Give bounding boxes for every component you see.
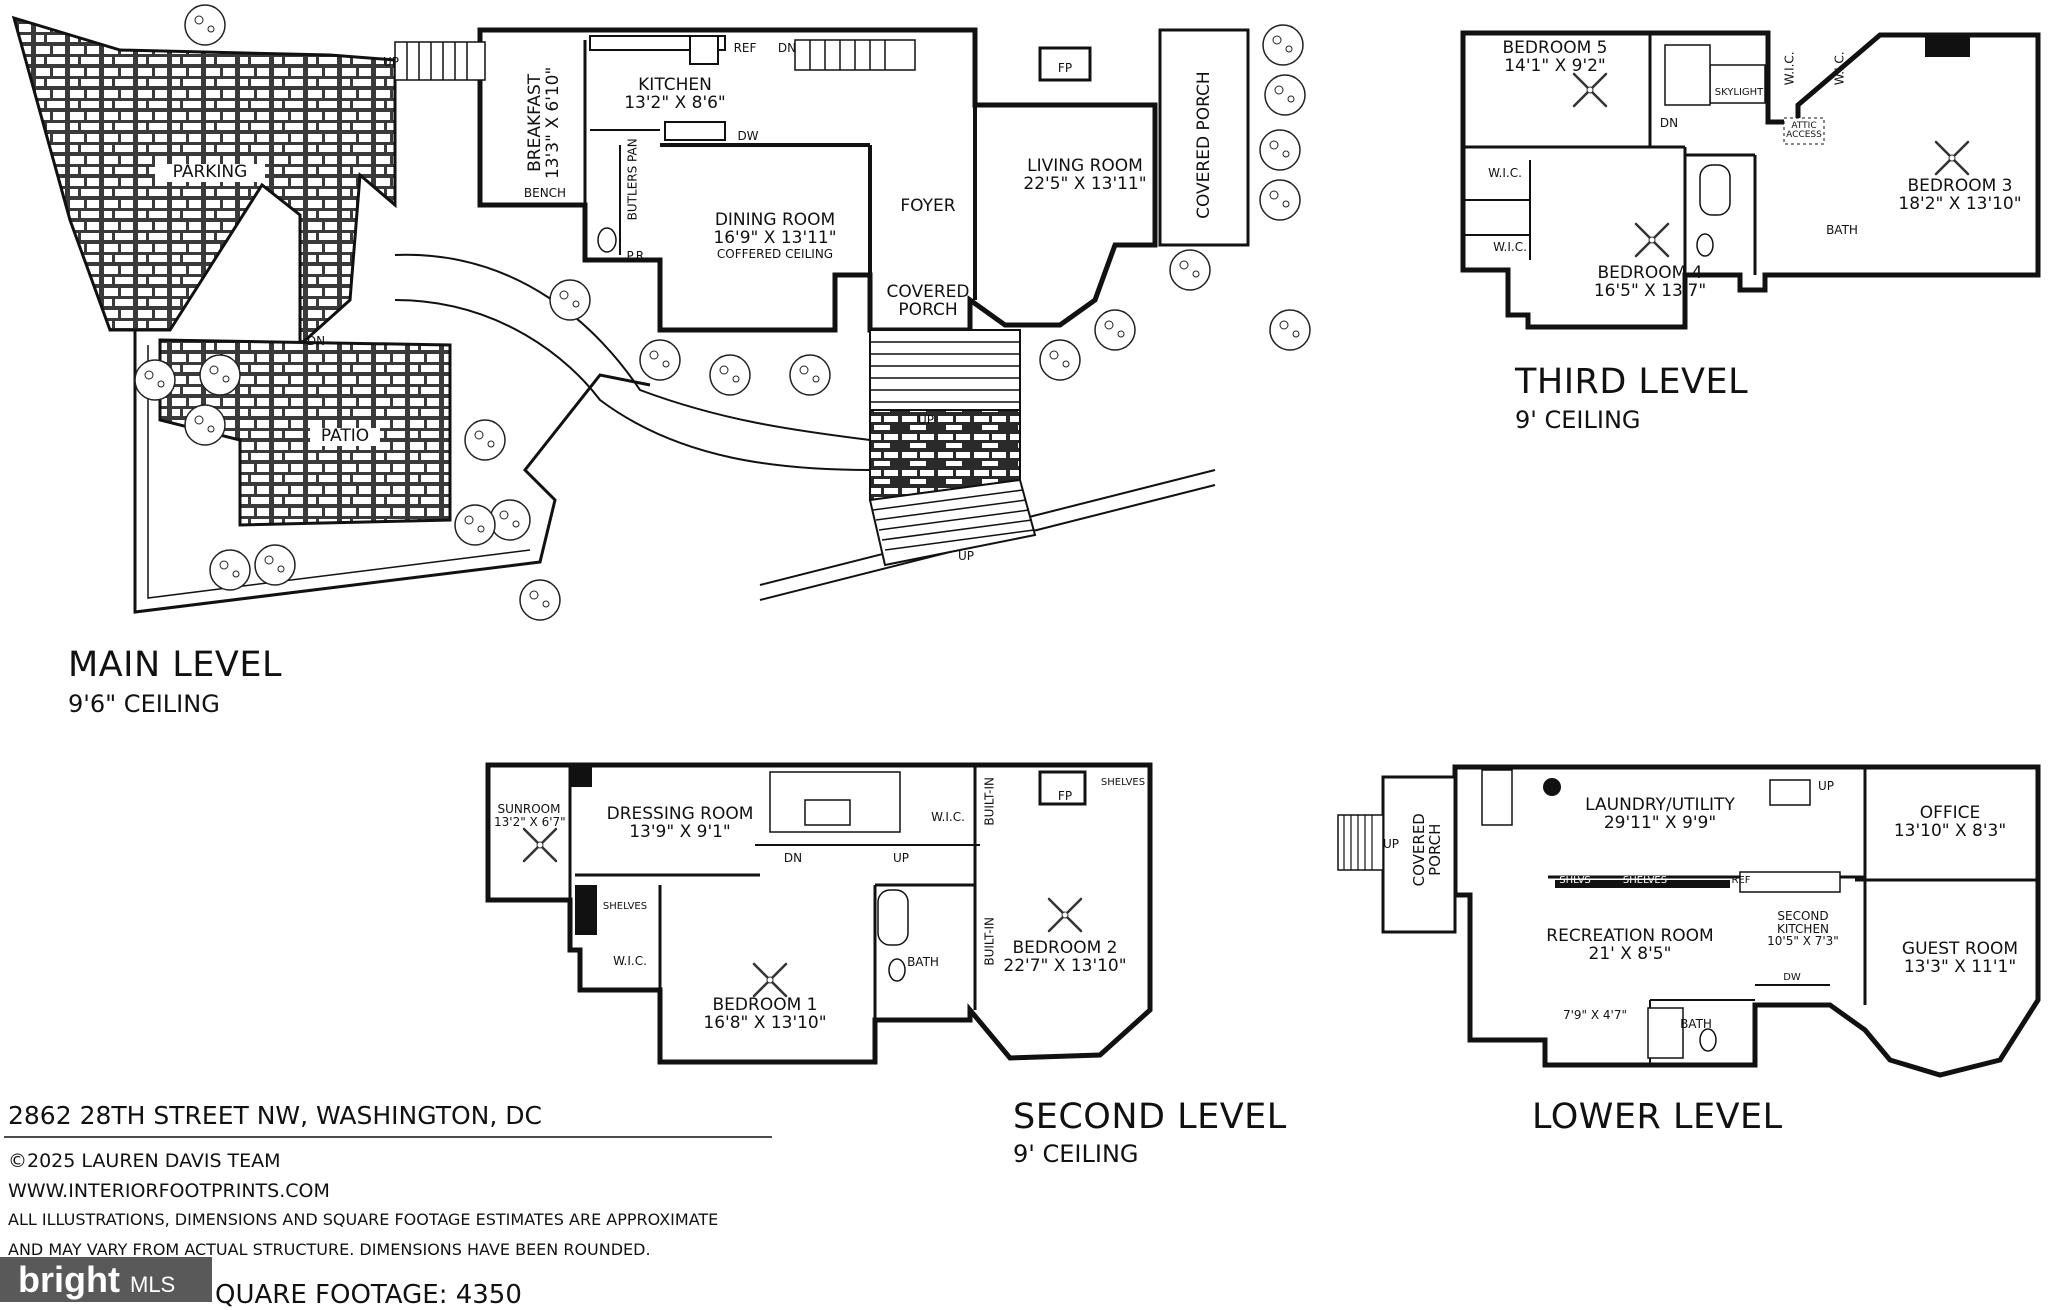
- bedroom5-dimensions: 14'1" X 9'2": [1504, 55, 1606, 76]
- second-dn-label: DN: [783, 851, 803, 865]
- guest-room-label: GUEST ROOM 13'3" X 11'1": [1885, 940, 2035, 977]
- main-level-plan: [11, 4, 1311, 621]
- lower-covered-porch-label: COVERED PORCH: [1409, 813, 1444, 887]
- second-up-label: UP: [892, 851, 910, 865]
- bedroom1-dimensions: 16'8" X 13'10": [703, 1012, 827, 1033]
- office-label: OFFICE 13'10" X 8'3": [1880, 804, 2020, 841]
- butlers-pan-label: BUTLERS PAN: [625, 138, 640, 221]
- main-level-ceiling: 9'6" CEILING: [68, 690, 220, 718]
- third-wic-1-label: W.I.C.: [1488, 166, 1522, 180]
- lower-shelves-label: SHELVES: [1622, 875, 1668, 886]
- attic-access-label: ATTIC ACCESS: [1786, 121, 1822, 141]
- second-kitchen-dimensions: 10'5" X 7'3": [1767, 934, 1839, 949]
- built-in-2-label: BUILT-IN: [982, 916, 997, 966]
- dining-dimensions: 16'9" X 13'11": [713, 227, 837, 248]
- steps-up-label: UP: [917, 413, 935, 427]
- second-shelves-1-label: SHELVES: [1100, 777, 1146, 788]
- bedroom4-dimensions: 16'5" X 13'7": [1593, 280, 1707, 301]
- second-wic-1-label: W.I.C.: [931, 810, 965, 824]
- bench-label: BENCH: [523, 186, 567, 200]
- website-text: WWW.INTERIORFOOTPRINTS.COM: [8, 1180, 330, 1202]
- third-level-plan: [1460, 30, 2041, 330]
- main-dw-label: DW: [737, 129, 759, 143]
- third-bath-label: BATH: [1826, 223, 1858, 237]
- kitchen-label: KITCHEN 13'2" X 8'6": [600, 76, 750, 113]
- bedroom3-label: BEDROOM 3 18'2" X 13'10": [1885, 177, 2035, 214]
- street-up-label: UP: [957, 549, 975, 563]
- property-address: 2862 28TH STREET NW, WASHINGTON, DC: [8, 1101, 542, 1130]
- main-fireplace-label: FP: [1057, 61, 1073, 75]
- bright-mls-logo: bright MLS: [0, 1257, 212, 1302]
- bedroom2-dimensions: 22'7" X 13'10": [1003, 955, 1127, 976]
- second-level-plan: [485, 762, 1153, 1065]
- laundry-dimensions: 29'11" X 9'9": [1603, 812, 1717, 833]
- copyright-notice: ©2025 LAUREN DAVIS TEAM: [8, 1150, 281, 1172]
- third-wic-4-label: W.I.C.: [1832, 51, 1847, 86]
- dressing-room-label: DRESSING ROOM 13'9" X 9'1": [595, 805, 765, 842]
- second-level-ceiling: 9' CEILING: [1013, 1140, 1139, 1168]
- shlvs-label: SHLVS: [1559, 875, 1591, 886]
- sunroom-label: SUNROOM 13'2" X 6'7": [494, 802, 566, 829]
- lower-dw-label: DW: [1783, 972, 1801, 983]
- disclaimer-line-2: AND MAY VARY FROM ACTUAL STRUCTURE. DIME…: [8, 1240, 651, 1259]
- lower-house-outline: [1452, 764, 2041, 1078]
- breakfast-label: BREAKFAST 13'3" X 6'10": [525, 48, 563, 198]
- lower-up-1-label: UP: [1817, 779, 1835, 793]
- second-bath-label: BATH: [907, 955, 939, 969]
- second-kitchen-label: SECOND KITCHEN 10'5" X 7'3": [1763, 910, 1843, 948]
- second-fireplace-label: FP: [1057, 789, 1073, 803]
- breakfast-dimensions: 13'3" X 6'10": [543, 66, 563, 180]
- living-dimensions: 22'5" X 13'11": [1023, 173, 1147, 194]
- third-wic-3-label: W.I.C.: [1782, 51, 1797, 86]
- bedroom2-label: BEDROOM 2 22'7" X 13'10": [990, 939, 1140, 976]
- disclaimer-line-1: ALL ILLUSTRATIONS, DIMENSIONS AND SQUARE…: [8, 1210, 719, 1229]
- parking-label: PARKING: [155, 163, 265, 182]
- living-room-label: LIVING ROOM 22'5" X 13'11": [1000, 157, 1170, 194]
- dining-ceiling-note: COFFERED CEILING: [716, 246, 834, 261]
- second-house-outline: [485, 762, 1153, 1065]
- closet-dimensions-label: 7'9" X 4'7": [1562, 1008, 1628, 1022]
- dressing-dimensions: 13'9" X 9'1": [629, 821, 731, 842]
- lower-up-2-label: UP: [1382, 837, 1400, 851]
- second-level-title: SECOND LEVEL: [1013, 1097, 1287, 1137]
- powder-room-label: P.R.: [626, 249, 648, 263]
- kitchen-dimensions: 13'2" X 8'6": [624, 92, 726, 113]
- main-level-title: MAIN LEVEL: [68, 645, 282, 685]
- covered-porch-side-label: COVERED PORCH: [1194, 71, 1215, 219]
- main-ref-label: REF: [733, 41, 757, 55]
- lower-level-plan: [1337, 764, 2041, 1078]
- lower-level-title: LOWER LEVEL: [1532, 1097, 1783, 1137]
- square-footage: QUARE FOOTAGE: 4350: [215, 1280, 522, 1310]
- foyer-label: FOYER: [900, 196, 956, 216]
- skylight-label: SKYLIGHT: [1714, 87, 1764, 98]
- third-level-ceiling: 9' CEILING: [1515, 406, 1641, 434]
- third-dn-label: DN: [1659, 116, 1679, 130]
- lower-bath-label: BATH: [1680, 1017, 1712, 1031]
- bedroom3-dimensions: 18'2" X 13'10": [1898, 193, 2022, 214]
- bedroom4-label: BEDROOM 4 16'5" X 13'7": [1575, 264, 1725, 301]
- third-level-title: THIRD LEVEL: [1515, 362, 1749, 402]
- recreation-room-label: RECREATION ROOM 21' X 8'5": [1535, 927, 1725, 964]
- second-shelves-2-label: SHELVES: [602, 901, 648, 912]
- built-in-1-label: BUILT-IN: [982, 776, 997, 826]
- covered-porch-front-label: COVERED PORCH: [886, 282, 970, 320]
- office-dimensions: 13'10" X 8'3": [1893, 820, 2007, 841]
- second-wic-2-label: W.I.C.: [613, 954, 647, 968]
- main-dn-label: DN: [777, 41, 797, 55]
- third-wic-2-label: W.I.C.: [1493, 240, 1527, 254]
- sunroom-dimensions: 13'2" X 6'7": [494, 814, 566, 829]
- patio-label: PATIO: [310, 427, 380, 446]
- dining-room-label: DINING ROOM 16'9" X 13'11" COFFERED CEIL…: [690, 211, 860, 261]
- bedroom1-label: BEDROOM 1 16'8" X 13'10": [690, 996, 840, 1033]
- guest-dimensions: 13'3" X 11'1": [1903, 956, 2017, 977]
- bedroom5-label: BEDROOM 5 14'1" X 9'2": [1480, 39, 1630, 76]
- lower-ref-label: REF: [1731, 875, 1751, 886]
- laundry-label: LAUNDRY/UTILITY 29'11" X 9'9": [1575, 796, 1745, 833]
- main-up-label: UP: [382, 55, 400, 69]
- recreation-dimensions: 21' X 8'5": [1588, 943, 1672, 964]
- patio-dn-label: DN: [306, 334, 326, 348]
